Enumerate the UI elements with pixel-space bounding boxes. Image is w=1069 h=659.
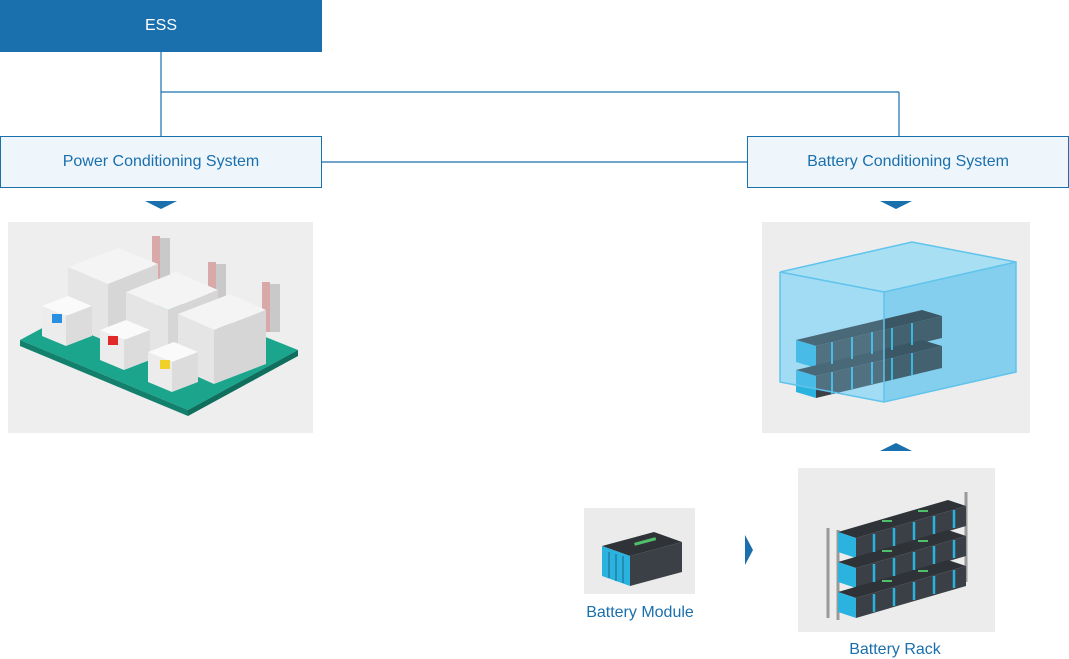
battery-module-illustration — [584, 508, 695, 594]
pcs-down-arrow — [145, 201, 177, 209]
bcs-label: Battery Conditioning System — [807, 153, 1009, 170]
bcs-down-arrow — [880, 201, 912, 209]
ess-node: ESS — [0, 0, 322, 52]
pcs-node: Power Conditioning System — [0, 136, 322, 188]
battery-rack-illustration — [798, 468, 995, 632]
pcs-illustration — [8, 222, 313, 433]
bcs-node: Battery Conditioning System — [747, 136, 1069, 188]
rack-up-arrow — [880, 443, 912, 451]
module-to-rack-arrow — [745, 535, 753, 565]
battery-rack-caption: Battery Rack — [849, 641, 941, 658]
battery-module-caption: Battery Module — [586, 604, 694, 621]
ess-label: ESS — [144, 17, 177, 34]
battery-container-illustration — [762, 222, 1030, 433]
pcs-label: Power Conditioning System — [62, 153, 260, 170]
